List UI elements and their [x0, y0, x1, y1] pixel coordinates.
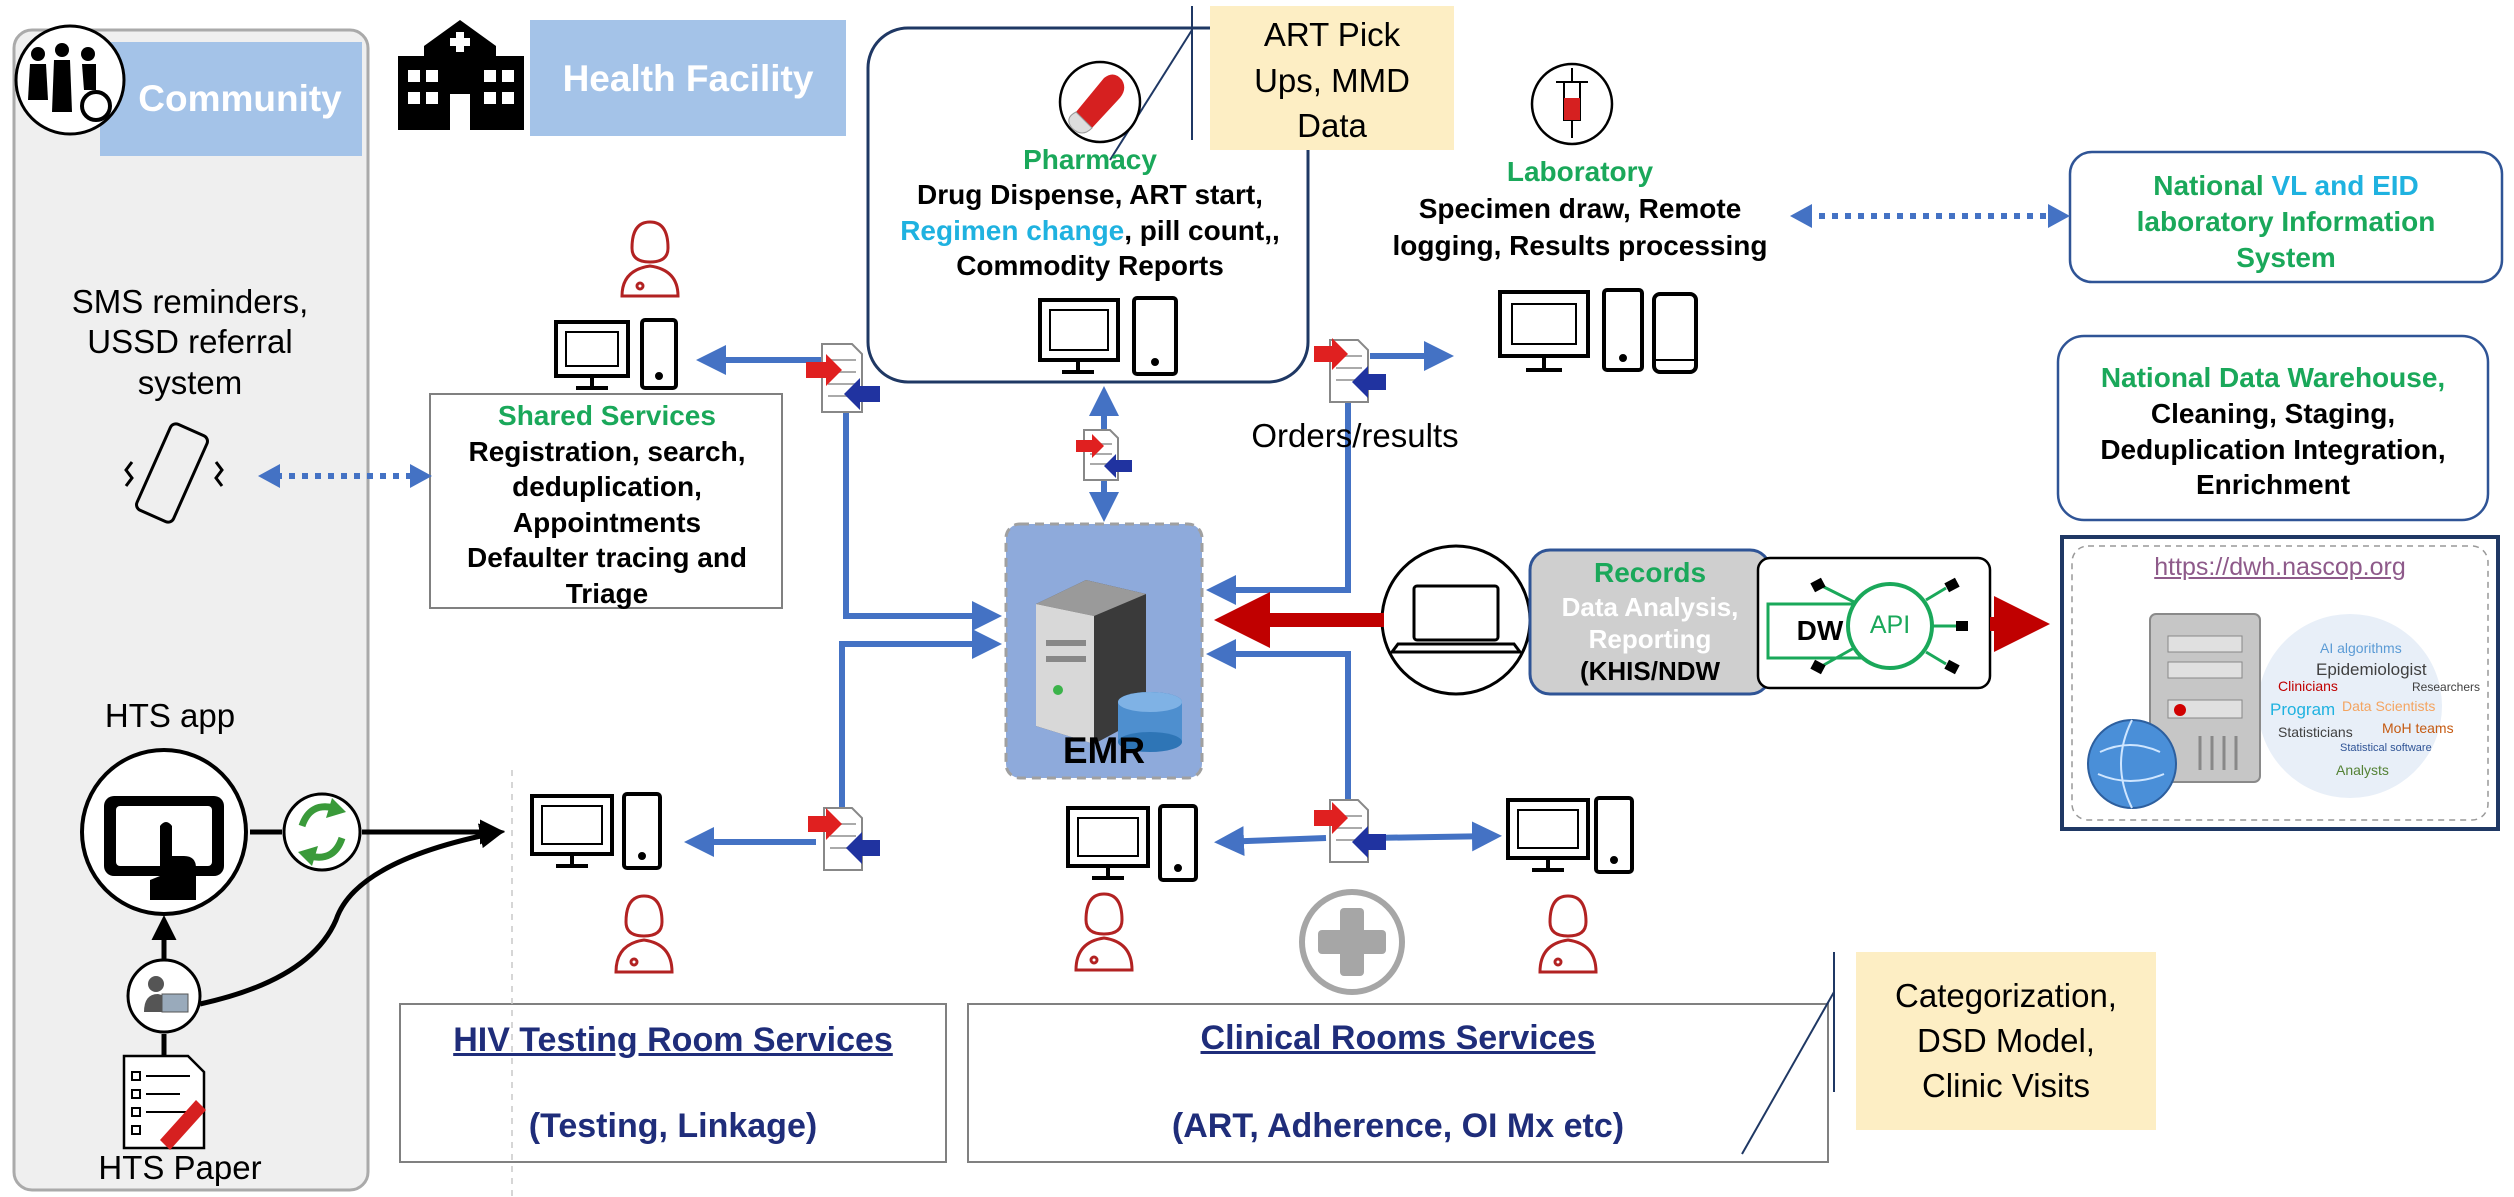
health-worker-icon-clinical-right — [1538, 894, 1598, 974]
analytics-word-cloud: AI algorithms Epidemiologist Clinicians … — [2270, 640, 2481, 778]
syringe-icon — [1530, 62, 1614, 146]
computer-icon-lab — [1498, 288, 1698, 374]
health-facility-label-bg — [530, 20, 846, 136]
laptop-icon — [1389, 584, 1523, 654]
pill-icon — [1058, 60, 1142, 144]
api-label: API — [1869, 611, 1911, 639]
globe-icon — [2087, 719, 2177, 809]
laboratory-text: Laboratory Specimen draw, Remote logging… — [1392, 156, 1768, 261]
medical-cross-icon — [1299, 889, 1405, 995]
pharmacy-box — [866, 26, 1310, 384]
computer-icon-clinical-right — [1506, 796, 1634, 874]
emr-server-icon — [1036, 580, 1182, 752]
exchange-icon-hiv — [808, 807, 880, 871]
categorization-text: Categorization,DSD Model,Clinic Visits — [1895, 977, 2117, 1104]
computer-icon-pharmacy — [1038, 296, 1178, 376]
clinical-rooms-title: Clinical Rooms Services — [1200, 1019, 1596, 1057]
dw-label: DW — [1796, 615, 1844, 646]
records-text: Records Data Analysis, Reporting (KHIS/N… — [1561, 557, 1739, 687]
hiv-testing-box — [399, 1003, 947, 1163]
paper-form-icon — [122, 1054, 206, 1150]
community-label-bg — [100, 42, 362, 156]
shared-services-text: Shared Services Registration, search, de… — [466, 400, 748, 609]
shared-services-box — [429, 393, 783, 609]
people-icon — [28, 43, 112, 122]
clinical-rooms-subtitle: (ART, Adherence, OI Mx etc) — [1171, 1107, 1625, 1145]
sync-icon — [282, 792, 362, 872]
community-label: Community — [138, 78, 342, 119]
emr-label: EMR — [1062, 730, 1146, 771]
computer-icon-clinical-left — [1066, 804, 1198, 882]
hts-app-label: HTS app — [104, 697, 236, 734]
health-facility-label: Health Facility — [562, 58, 814, 99]
national-dwh-box — [2056, 334, 2490, 522]
hiv-testing-title: HIV Testing Room Services — [453, 1021, 893, 1059]
exchange-icon-shared — [806, 343, 880, 413]
health-worker-icon-clinical-left — [1074, 892, 1134, 972]
exchange-icon-pharmacy — [1076, 429, 1132, 481]
computer-icon-shared — [554, 318, 678, 390]
national-vl-text: National VL and EID laboratory Informati… — [2136, 170, 2436, 273]
health-worker-icon-shared — [620, 220, 680, 298]
computer-icon-hiv — [530, 792, 662, 870]
pharmacy-text: Pharmacy Drug Dispense, ART start, Regim… — [900, 144, 1280, 281]
exchange-icon-clinical — [1314, 799, 1386, 863]
dwh-url[interactable]: https://dwh.nascop.org — [2154, 553, 2406, 581]
exchange-icon-lab — [1314, 338, 1386, 403]
hts-paper-label: HTS Paper — [98, 1149, 262, 1186]
dwh-server-icon — [2149, 613, 2261, 783]
phone-vibrate-icon — [124, 422, 224, 524]
national-dwh-text: National Data Warehouse, Cleaning, Stagi… — [2100, 362, 2446, 501]
health-worker-icon-hiv — [614, 894, 674, 974]
national-vl-box — [2068, 150, 2504, 284]
categorization-note — [1856, 952, 2156, 1130]
hospital-icon — [398, 20, 524, 130]
hiv-testing-subtitle: (Testing, Linkage) — [528, 1107, 818, 1145]
clinical-rooms-box — [967, 1003, 1829, 1163]
orders-results-label: Orders/results — [1251, 417, 1459, 454]
art-pickups-note — [1210, 6, 1454, 150]
tablet-hand-icon — [104, 796, 224, 900]
community-panel — [12, 28, 370, 1192]
user-laptop-icon — [126, 958, 202, 1034]
